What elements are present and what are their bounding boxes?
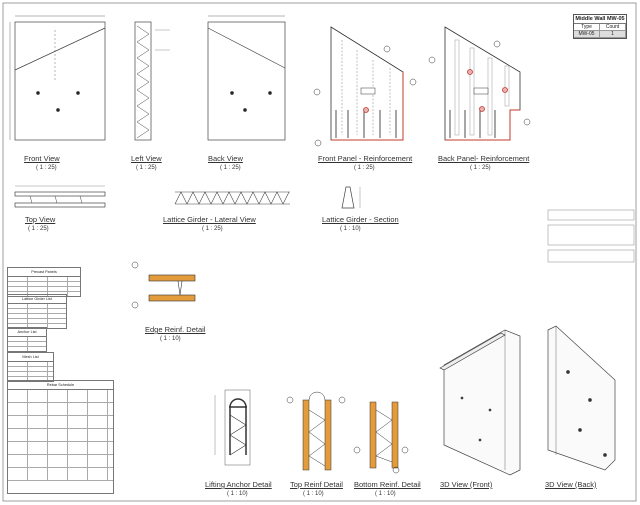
- count-value: 1: [600, 31, 626, 37]
- view-label-lattice-section: Lattice Girder - Section: [322, 215, 399, 224]
- lattice-girder-lateral-drawing: [174, 191, 290, 205]
- view-scale-back-panel: ( 1 : 25): [470, 165, 491, 171]
- view-scale-lattice-lateral: ( 1 : 25): [202, 226, 223, 232]
- lattice-girder-title: Lattice Girder List: [8, 295, 66, 304]
- back-panel-reinforcement-drawing: [428, 26, 531, 141]
- title-block-title: Middle Wall MW-05: [574, 16, 626, 24]
- view-scale-lattice-section: ( 1 : 10): [340, 226, 361, 232]
- notes-boxes: [547, 209, 635, 263]
- view-label-back: Back View: [208, 154, 243, 163]
- 3d-view-back-drawing: [547, 325, 616, 471]
- view-label-top: Top View: [25, 215, 56, 224]
- view-label-edge-reinf: Edge Reinf. Detail: [145, 325, 206, 334]
- rebar-schedule-table: Rebar Schedule: [7, 380, 114, 494]
- top-view-drawing: [14, 185, 106, 208]
- 3d-view-front-drawing: [439, 329, 521, 476]
- view-scale-edge-reinf: ( 1 : 10): [160, 336, 181, 342]
- view-scale-top-reinf: ( 1 : 10): [303, 491, 324, 497]
- view-label-3d-back: 3D View (Back): [545, 480, 597, 489]
- edge-reinf-detail-drawing: [131, 261, 196, 309]
- view-scale-top: ( 1 : 25): [28, 226, 49, 232]
- anchor-list-title: Anchor List: [8, 328, 46, 337]
- count-header: Count: [600, 24, 626, 30]
- type-header: Type: [574, 24, 600, 30]
- view-label-front: Front View: [24, 154, 60, 163]
- left-view-drawing: [134, 21, 170, 141]
- view-label-bottom-reinf: Bottom Reinf. Detail: [354, 480, 421, 489]
- front-view-drawing: [9, 15, 106, 141]
- view-scale-front: ( 1 : 25): [36, 165, 57, 171]
- lifting-anchor-detail-drawing: [214, 389, 251, 466]
- back-view-drawing: [207, 15, 286, 141]
- view-scale-left: ( 1 : 25): [136, 165, 157, 171]
- bottom-reinf-detail-drawing: [353, 401, 409, 474]
- lattice-girder-section-drawing: [341, 186, 361, 209]
- view-scale-bottom-reinf: ( 1 : 10): [375, 491, 396, 497]
- view-label-back-panel: Back Panel- Reinforcement: [438, 154, 530, 163]
- mesh-list-title: Mesh List: [8, 353, 53, 362]
- lattice-girder-table: Lattice Girder List: [7, 294, 67, 329]
- view-label-lifting-anchor: Lifting Anchor Detail: [205, 480, 272, 489]
- rebar-schedule-title: Rebar Schedule: [8, 381, 113, 390]
- precast-panels-title: Precast Panels: [8, 268, 80, 277]
- view-label-left: Left View: [131, 154, 162, 163]
- view-scale-back: ( 1 : 25): [220, 165, 241, 171]
- precast-panels-table: Precast Panels: [7, 267, 81, 297]
- top-reinf-detail-drawing: [286, 391, 346, 471]
- view-scale-front-panel: ( 1 : 25): [354, 165, 375, 171]
- view-label-front-panel: Front Panel - Reinforcement: [318, 154, 413, 163]
- mesh-list-table: Mesh List: [7, 352, 54, 382]
- anchor-list-table: Anchor List: [7, 327, 47, 352]
- view-label-top-reinf: Top Reinf Detail: [290, 480, 343, 489]
- view-scale-lifting-anchor: ( 1 : 10): [227, 491, 248, 497]
- view-label-3d-front: 3D View (Front): [440, 480, 493, 489]
- front-panel-reinforcement-drawing: [313, 26, 417, 147]
- type-value: MW-05: [574, 31, 600, 37]
- view-label-lattice-lateral: Lattice Girder - Lateral View: [163, 215, 256, 224]
